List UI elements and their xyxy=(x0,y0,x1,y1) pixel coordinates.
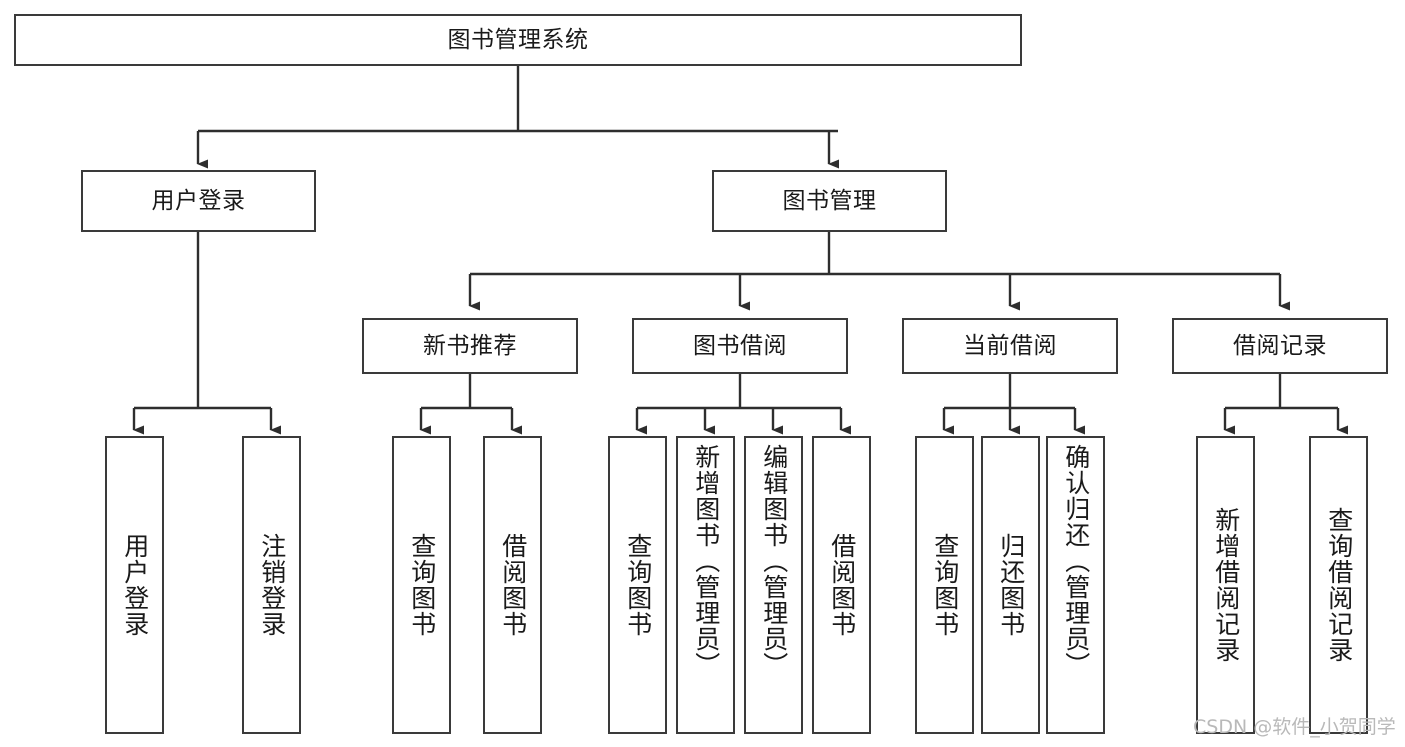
node-label: 新增借阅记录 xyxy=(1211,507,1241,663)
node-label: 借阅记录 xyxy=(1233,332,1327,359)
node-user-login[interactable]: 用户登录 xyxy=(81,170,316,232)
node-borrow-record[interactable]: 借阅记录 xyxy=(1172,318,1388,374)
node-label: 查询图书 xyxy=(930,533,960,637)
node-label: 用户登录 xyxy=(120,533,150,637)
leaf-user-login[interactable]: 用户登录 xyxy=(105,436,164,734)
leaf-query-book-borrow[interactable]: 查询图书 xyxy=(608,436,667,734)
leaf-query-borrow-record[interactable]: 查询借阅记录 xyxy=(1309,436,1368,734)
node-label: 借阅图书 xyxy=(498,533,528,637)
node-label: 查询借阅记录 xyxy=(1324,507,1354,663)
leaf-query-book-current[interactable]: 查询图书 xyxy=(915,436,974,734)
node-book-borrow[interactable]: 图书借阅 xyxy=(632,318,848,374)
node-label: 查询图书 xyxy=(407,533,437,637)
node-label: 借阅图书 xyxy=(827,533,857,637)
leaf-query-book-recommend[interactable]: 查询图书 xyxy=(392,436,451,734)
node-current-borrow[interactable]: 当前借阅 xyxy=(902,318,1118,374)
node-root-system[interactable]: 图书管理系统 xyxy=(14,14,1022,66)
node-label: 当前借阅 xyxy=(963,332,1057,359)
node-label: 新增图书（管理员） xyxy=(691,444,721,678)
leaf-return-book[interactable]: 归还图书 xyxy=(981,436,1040,734)
node-label: 图书管理 xyxy=(782,187,877,214)
leaf-borrow-book[interactable]: 借阅图书 xyxy=(812,436,871,734)
node-label: 查询图书 xyxy=(623,533,653,637)
node-label: 新书推荐 xyxy=(423,332,517,359)
node-label: 图书管理系统 xyxy=(447,26,589,53)
node-label: 编辑图书（管理员） xyxy=(759,444,789,678)
node-label: 用户登录 xyxy=(151,187,246,214)
node-book-management[interactable]: 图书管理 xyxy=(712,170,947,232)
leaf-confirm-return-admin[interactable]: 确认归还（管理员） xyxy=(1046,436,1105,734)
leaf-add-borrow-record[interactable]: 新增借阅记录 xyxy=(1196,436,1255,734)
leaf-borrow-book-recommend[interactable]: 借阅图书 xyxy=(483,436,542,734)
node-label: 确认归还（管理员） xyxy=(1061,444,1091,678)
node-new-book-recommend[interactable]: 新书推荐 xyxy=(362,318,578,374)
node-label: 图书借阅 xyxy=(693,332,787,359)
watermark-text: CSDN @软件_小贺同学 xyxy=(1193,716,1396,738)
node-label: 归还图书 xyxy=(996,533,1026,637)
leaf-user-logout[interactable]: 注销登录 xyxy=(242,436,301,734)
leaf-add-book-admin[interactable]: 新增图书（管理员） xyxy=(676,436,735,734)
leaf-edit-book-admin[interactable]: 编辑图书（管理员） xyxy=(744,436,803,734)
node-label: 注销登录 xyxy=(257,533,287,637)
